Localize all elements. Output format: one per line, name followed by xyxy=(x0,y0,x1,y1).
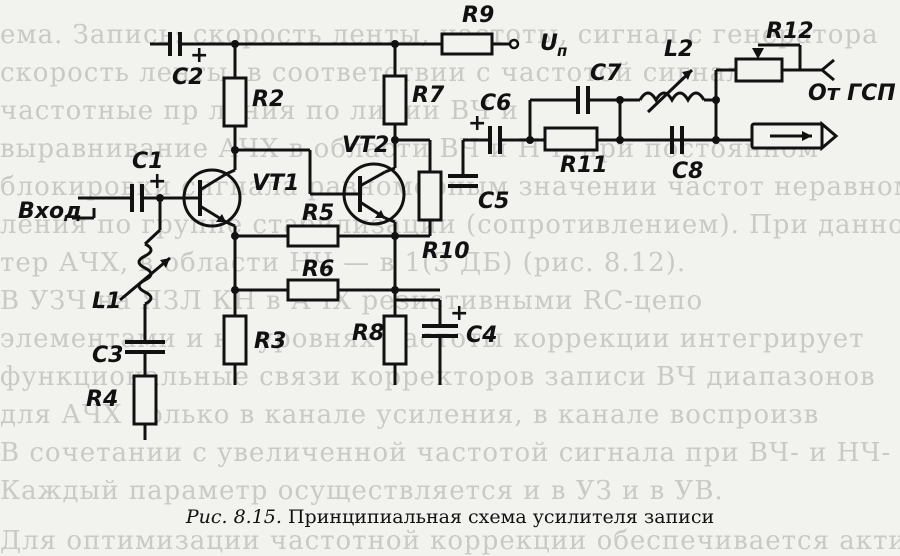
figure-title: Принципиальная схема усилителя записи xyxy=(287,506,715,528)
label-l2: L2 xyxy=(664,37,693,62)
label-up-subscript: п xyxy=(557,42,567,60)
label-c7: C7 xyxy=(590,61,622,86)
label-vt1: VT1 xyxy=(252,171,299,196)
label-r8: R8 xyxy=(352,321,384,346)
resistor-r5 xyxy=(235,224,430,248)
plus-c2: + xyxy=(190,43,208,68)
bleed-line: ления по группе стабилизации (сопротивле… xyxy=(0,210,900,240)
bleed-line: тер АЧХ, в области НЧ — в 1(3 ДБ) (рис. … xyxy=(0,248,687,278)
label-c2: C2 xyxy=(172,65,203,90)
resistor-r6 xyxy=(231,278,440,302)
plus-c4: + xyxy=(450,301,468,326)
label-r9: R9 xyxy=(462,3,494,28)
label-r7: R7 xyxy=(412,83,445,108)
bleed-line: частотные пр ления по линии ВЧ и xyxy=(0,96,519,126)
plus-c1: + xyxy=(148,169,166,194)
label-up: U xyxy=(540,31,558,56)
label-r3: R3 xyxy=(254,329,286,354)
label-c4: C4 xyxy=(466,323,497,348)
top-rail xyxy=(150,32,520,56)
label-c3: C3 xyxy=(92,343,123,368)
output-network xyxy=(463,43,839,154)
l1-c3-r4-chain xyxy=(119,228,171,440)
label-r12: R12 xyxy=(766,19,814,44)
transistor-vt1 xyxy=(182,168,242,300)
r8-c4 xyxy=(382,298,458,385)
label-c8: C8 xyxy=(672,159,703,184)
plus-c6: + xyxy=(468,111,486,136)
component-labels: R9 U п C2 + R2 R7 C6 + C7 L2 R12 От ГСП … xyxy=(18,3,896,412)
label-r10: R10 xyxy=(422,239,470,264)
label-c6: C6 xyxy=(480,91,511,116)
label-ot-gsp: От ГСП xyxy=(808,81,896,106)
input-stage xyxy=(72,184,200,230)
label-vt2: VT2 xyxy=(342,133,389,158)
label-input: Вход xyxy=(18,199,82,224)
bleed-line: скорость ленты, в соответствии с частото… xyxy=(0,58,761,88)
r10-c5 xyxy=(395,138,478,236)
bleed-line: Каждый параметр осуществляется и в УЗ и … xyxy=(0,476,724,506)
bleed-line: Для оптимизации частотной коррекции обес… xyxy=(0,526,900,556)
label-r2: R2 xyxy=(252,87,284,112)
label-r6: R6 xyxy=(302,257,334,282)
figure-number: Рис. 8.15. xyxy=(185,506,282,528)
label-r11: R11 xyxy=(560,153,608,178)
resistor-r3 xyxy=(222,290,248,385)
label-c1: C1 xyxy=(132,149,163,174)
resistor-r2 xyxy=(222,44,248,170)
label-r5: R5 xyxy=(302,201,334,226)
figure-caption: Рис. 8.15. Принципиальная схема усилител… xyxy=(0,506,900,528)
label-l1: L1 xyxy=(92,289,121,314)
label-c5: C5 xyxy=(478,189,509,214)
bleed-line: В сочетании с увеличенной частотой сигна… xyxy=(0,438,892,468)
label-r4: R4 xyxy=(86,387,118,412)
